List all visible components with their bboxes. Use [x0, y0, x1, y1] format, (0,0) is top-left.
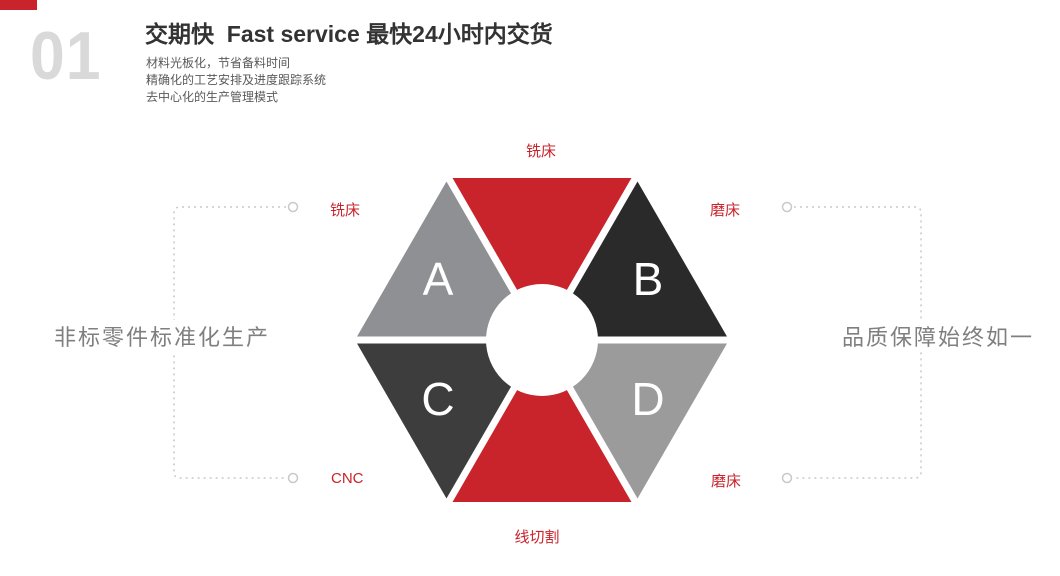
right-connector-bottom-dot [781, 472, 793, 484]
segment-letter-c: C [421, 373, 454, 425]
section-number: 01 [30, 18, 102, 94]
center-circle [486, 284, 598, 396]
left-caption: 非标零件标准化生产 [46, 320, 279, 352]
corner-accent-bar [0, 0, 37, 10]
segment-letter-d: D [631, 373, 664, 425]
header-bullets: 材料光板化，节省备料时间 精确化的工艺安排及进度跟踪系统 去中心化的生产管理模式 [146, 55, 326, 106]
segment-upper-left-a [355, 178, 542, 340]
label-lower-left-cnc: CNC [331, 470, 364, 487]
label-upper-right-grinding: 磨床 [710, 202, 741, 219]
segment-lower-left-c [355, 340, 542, 502]
segment-lower-right-d [542, 340, 729, 502]
segment-bottom-wirecut [448, 340, 636, 502]
segment-letter-b: B [633, 253, 664, 305]
label-top-milling: 铣床 [525, 143, 557, 160]
page-title: 交期快 Fast service 最快24小时内交货 [145, 21, 553, 47]
label-lower-right-grinding: 磨床 [711, 473, 742, 490]
left-connector-top-dot [287, 201, 299, 213]
segment-letter-a: A [423, 253, 454, 305]
segment-upper-right-b [542, 178, 729, 340]
hexagon-diagram: A B C D [355, 176, 729, 504]
right-connector-top-dot [781, 201, 793, 213]
label-upper-left-milling: 铣床 [330, 202, 361, 219]
left-connector-line [173, 206, 286, 479]
header-bullet: 精确化的工艺安排及进度跟踪系统 [146, 73, 327, 87]
left-connector-bottom-dot [287, 472, 299, 484]
header-bullet: 去中心化的生产管理模式 [146, 90, 279, 104]
right-caption: 品质保障始终如一 [834, 320, 1043, 352]
segment-top-milling [448, 178, 636, 340]
header-bullet: 材料光板化，节省备料时间 [146, 56, 291, 70]
label-bottom-wirecut: 线切割 [514, 529, 560, 546]
